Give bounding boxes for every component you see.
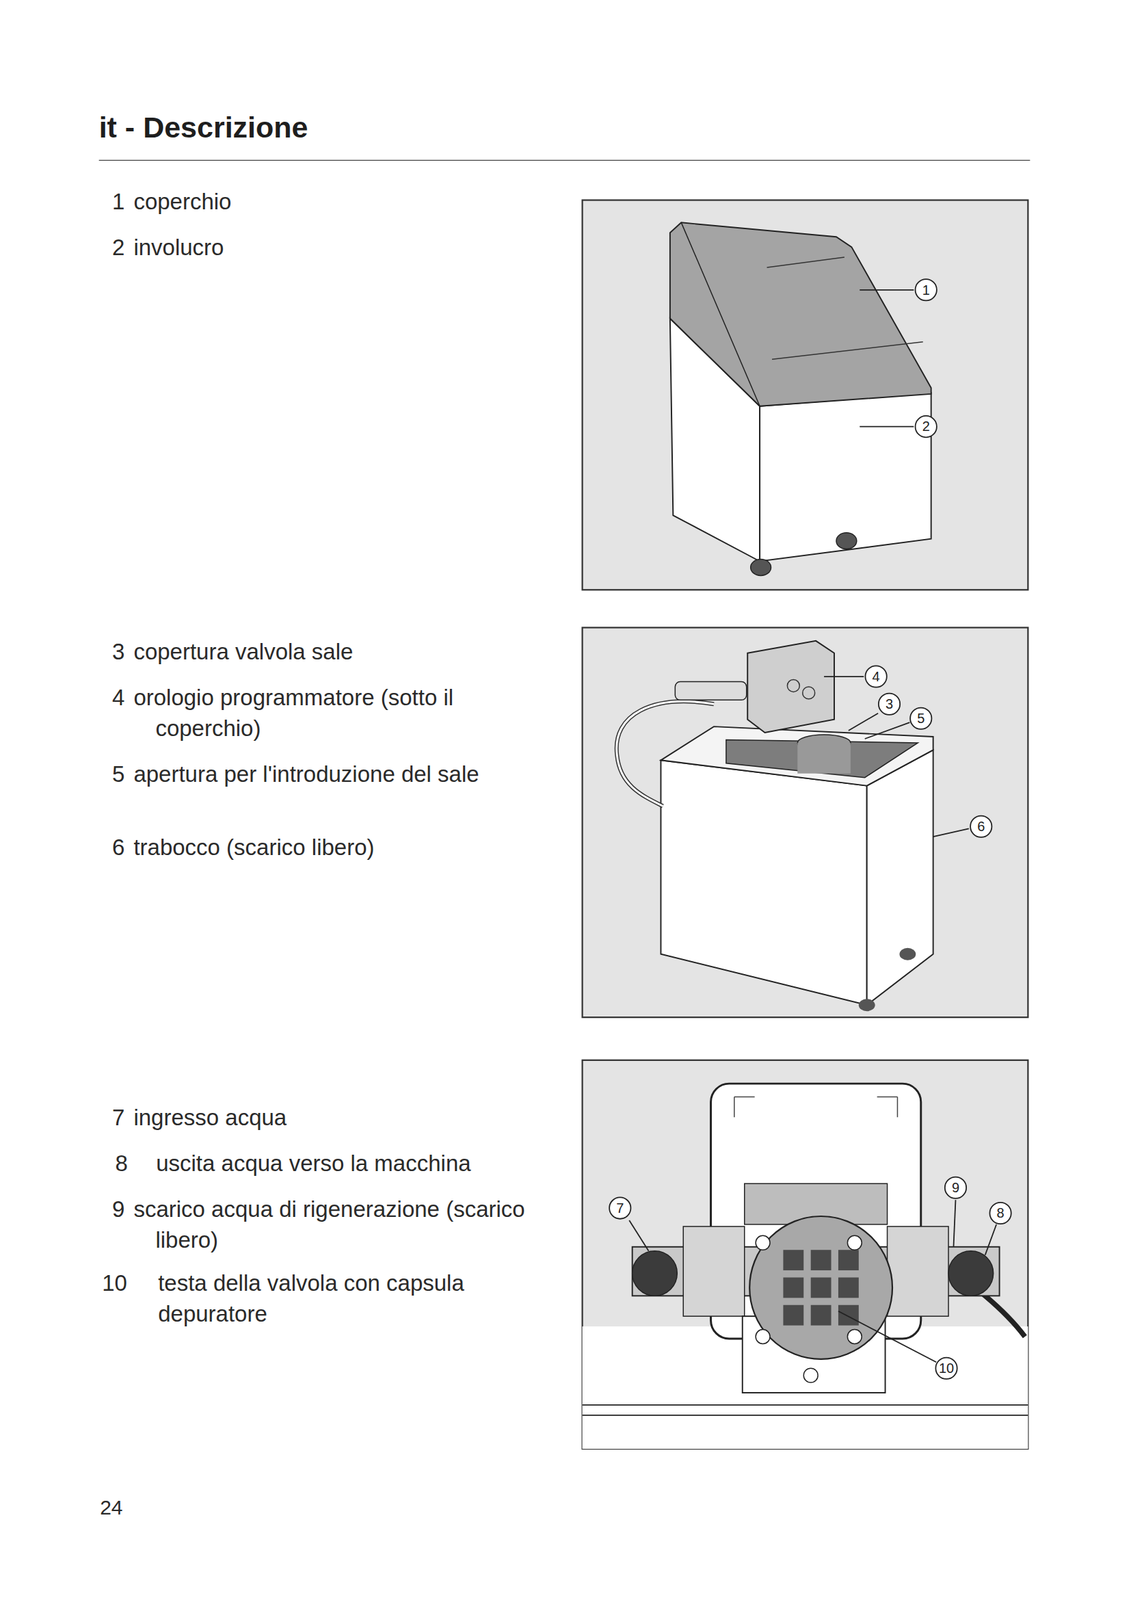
item-number: 3 bbox=[112, 635, 125, 667]
page-title: it - Descrizione bbox=[99, 108, 309, 146]
title-rule bbox=[99, 160, 1031, 161]
item-number: 8 bbox=[115, 1147, 128, 1179]
part-description: orologio programmatore (sotto il coperch… bbox=[133, 681, 457, 744]
item-number: 1 bbox=[112, 185, 125, 217]
callout-number: 6 bbox=[977, 819, 985, 833]
callout-number: 1 bbox=[922, 283, 930, 297]
callout-number: 4 bbox=[872, 669, 881, 684]
part-description: scarico acqua di rigenerazione (scarico … bbox=[133, 1193, 545, 1255]
figure-open-cabinet bbox=[582, 627, 1029, 1017]
item-number: 4 bbox=[112, 681, 125, 713]
part-description: testa della valvola con capsula depurato… bbox=[157, 1267, 541, 1329]
item-number: 10 bbox=[101, 1267, 128, 1298]
callout-circles bbox=[609, 278, 1012, 1379]
figure-cabinet bbox=[582, 200, 1029, 591]
item-number: 7 bbox=[112, 1101, 125, 1133]
callout-number: 7 bbox=[616, 1200, 624, 1215]
part-description: involucro bbox=[133, 231, 476, 263]
callout-number: 10 bbox=[938, 1360, 954, 1375]
item-number: 6 bbox=[112, 831, 125, 863]
item-number: 5 bbox=[112, 758, 125, 790]
part-description: copertura valvola sale bbox=[133, 635, 517, 667]
page-number: 24 bbox=[99, 1493, 123, 1521]
part-description: coperchio bbox=[133, 185, 476, 217]
item-number: 9 bbox=[112, 1193, 125, 1224]
callout-number: 9 bbox=[951, 1180, 960, 1194]
part-description: ingresso acqua bbox=[133, 1101, 517, 1133]
callout-number: 3 bbox=[885, 696, 894, 711]
callout-number: 5 bbox=[916, 711, 925, 725]
figure-valve-head bbox=[582, 1059, 1029, 1449]
part-description: apertura per l'introduzione del sale bbox=[133, 758, 525, 790]
callout-number: 2 bbox=[922, 419, 930, 433]
part-description: trabocco (scarico libero) bbox=[133, 831, 517, 863]
item-number: 2 bbox=[112, 231, 125, 263]
callout-number: 8 bbox=[996, 1205, 1005, 1220]
part-description: uscita acqua verso la macchina bbox=[155, 1147, 539, 1179]
